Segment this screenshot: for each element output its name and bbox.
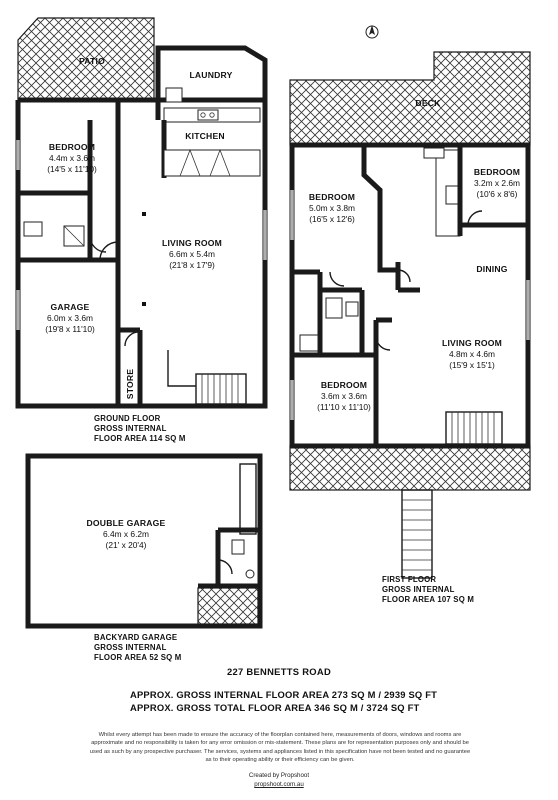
- disclaimer-text: Whilst every attempt has been made to en…: [89, 732, 471, 764]
- label-ground-bedroom: BEDROOM: [49, 142, 95, 152]
- credit-block: Created by Propshoot propshoot.com.au: [0, 771, 558, 789]
- first-area-line-1: FIRST FLOOR: [382, 575, 436, 584]
- ground-area-line-1: GROUND FLOOR: [94, 414, 161, 423]
- backyard-garage-outer-wall: [25, 453, 263, 629]
- double-garage-size: 6.4m x 6.2m: [103, 529, 149, 539]
- label-laundry: LAUNDRY: [189, 70, 232, 80]
- label-first-bedroom-1: BEDROOM: [309, 192, 355, 202]
- cooktop-icon: [197, 109, 219, 121]
- label-first-bedroom-2: BEDROOM: [474, 167, 520, 177]
- label-double-garage: DOUBLE GARAGE: [87, 518, 166, 528]
- first-bedroom-3-size: 3.6m x 3.6m: [321, 391, 367, 401]
- credit-url-link[interactable]: propshoot.com.au: [254, 781, 304, 788]
- first-floor-plan: DECK BEDROOM 5.0m x 3.8m (16'5 x 12'6) B…: [289, 51, 531, 604]
- ground-living-imperial: (21'8 x 17'9): [169, 260, 215, 270]
- ground-area-line-2: GROSS INTERNAL: [94, 424, 167, 433]
- first-bedroom-1-size: 5.0m x 3.8m: [309, 203, 355, 213]
- label-deck: DECK: [415, 98, 441, 108]
- area-summary: APPROX. GROSS INTERNAL FLOOR AREA 273 SQ…: [130, 688, 437, 714]
- credit-line: Created by Propshoot: [248, 772, 310, 779]
- ground-bedroom-size: 4.4m x 3.6m: [49, 153, 95, 163]
- label-kitchen: KITCHEN: [185, 131, 225, 141]
- kitchen-island: [163, 149, 261, 177]
- label-first-living: LIVING ROOM: [442, 338, 502, 348]
- garage-size: 6.0m x 3.6m: [47, 313, 93, 323]
- first-bedroom-2-imperial: (10'6 x 8'6): [477, 189, 518, 199]
- backyard-garage-plan: DOUBLE GARAGE 6.4m x 6.2m (21' x 20'4) B…: [25, 453, 263, 662]
- first-living-size: 4.8m x 4.6m: [449, 349, 495, 359]
- label-ground-living: LIVING ROOM: [162, 238, 222, 248]
- bathtub-icon: [299, 334, 319, 352]
- gross-internal-area: APPROX. GROSS INTERNAL FLOOR AREA 273 SQ…: [130, 689, 438, 700]
- door-swing: [99, 241, 119, 261]
- laundry-tub-icon: [165, 87, 183, 103]
- first-area-line-2: GROSS INTERNAL: [382, 585, 455, 594]
- deck-area: [289, 51, 531, 146]
- label-patio: PATIO: [79, 56, 105, 66]
- label-first-bedroom-3: BEDROOM: [321, 380, 367, 390]
- label-garage: GARAGE: [51, 302, 90, 312]
- label-dining: DINING: [476, 264, 507, 274]
- garage-area-line-2: GROSS INTERNAL: [94, 643, 167, 652]
- ground-living-size: 6.6m x 5.4m: [169, 249, 215, 259]
- first-area-line-3: FLOOR AREA 107 SQ M: [382, 595, 474, 604]
- north-arrow-icon: [365, 25, 379, 39]
- property-address: 227 BENNETTS ROAD: [226, 666, 332, 677]
- sink-icon: [423, 147, 445, 159]
- garage-toilet-icon: [231, 539, 245, 555]
- entry-stairs: [401, 489, 433, 579]
- garage-area-line-3: FLOOR AREA 52 SQ M: [94, 653, 182, 662]
- first-toilet-icon: [345, 301, 359, 317]
- garage-corner-hatch: [197, 587, 259, 625]
- patio-area: [17, 17, 155, 101]
- gross-total-area: APPROX. GROSS TOTAL FLOOR AREA 346 SQ M …: [130, 702, 420, 713]
- first-bedroom-1-imperial: (16'5 x 12'6): [309, 214, 355, 224]
- first-living-imperial: (15'9 x 15'1): [449, 360, 495, 370]
- double-garage-imperial: (21' x 20'4): [106, 540, 147, 550]
- front-porch-area: [289, 445, 531, 491]
- floor-plan-drawing: PATIO LAUNDRY KITCHEN BEDROOM 4.4m x 3.6…: [15, 17, 531, 662]
- garage-area-line-1: BACKYARD GARAGE: [94, 633, 177, 642]
- first-bedroom-3-imperial: (11'10 x 11'10): [317, 402, 371, 412]
- first-shower-icon: [325, 297, 343, 319]
- ground-stairs: [195, 373, 247, 405]
- ground-floor-plan: PATIO LAUNDRY KITCHEN BEDROOM 4.4m x 3.6…: [15, 17, 268, 443]
- back-stairs: [445, 411, 503, 445]
- ground-area-line-3: FLOOR AREA 114 SQ M: [94, 434, 186, 443]
- garage-imperial: (19'8 x 11'10): [45, 324, 95, 334]
- ground-bedroom-imperial: (14'5 x 11'10): [47, 164, 97, 174]
- first-bedroom-2-size: 3.2m x 2.6m: [474, 178, 520, 188]
- garage-basin-icon: [245, 569, 255, 579]
- toilet-icon: [23, 221, 43, 237]
- label-store: STORE: [125, 369, 135, 400]
